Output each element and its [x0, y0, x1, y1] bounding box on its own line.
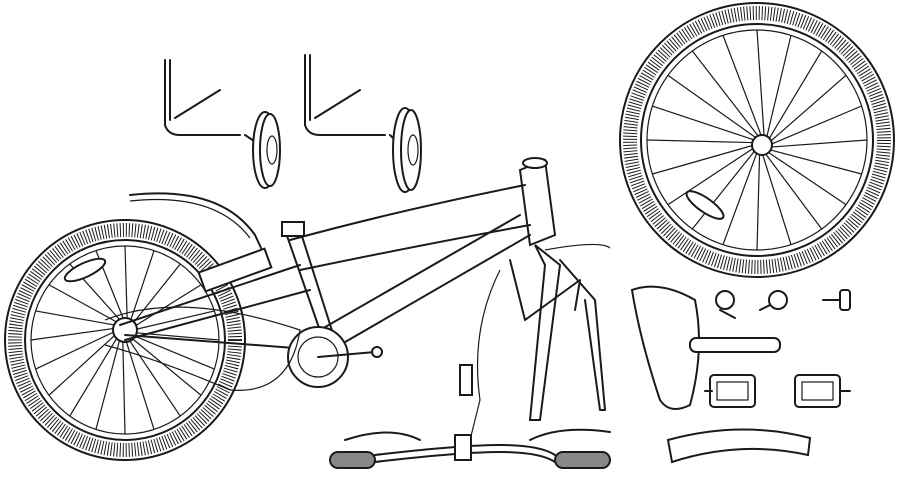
spoke: [128, 250, 155, 326]
spoke: [691, 147, 758, 230]
spoke: [767, 105, 862, 147]
spoke: [756, 29, 765, 140]
spoke: [764, 149, 847, 206]
spoke: [127, 334, 202, 396]
spoke: [129, 333, 215, 370]
spoke: [48, 330, 120, 396]
knob: [822, 289, 851, 311]
bike-frame: [104, 157, 557, 391]
spoke: [69, 332, 121, 417]
spoke: [125, 335, 181, 417]
spoke: [652, 143, 757, 175]
spoke: [722, 35, 764, 140]
grip-left: [329, 451, 376, 469]
rear-fender: [129, 192, 263, 251]
training-wheel-right: [304, 54, 422, 193]
seat-post: [689, 337, 781, 353]
grip-right: [554, 451, 611, 469]
seat-tube: [284, 229, 336, 346]
spoke: [130, 310, 215, 332]
spoke: [767, 139, 868, 148]
spoke: [35, 328, 120, 370]
saddle: [630, 285, 781, 410]
rear-brake: [197, 247, 273, 293]
spoke: [30, 327, 120, 341]
handlebar: [329, 428, 611, 469]
spoke: [766, 148, 862, 175]
front-wheel: [619, 2, 895, 278]
reflector: [685, 190, 725, 220]
spoke: [767, 74, 847, 145]
spoke: [667, 74, 760, 141]
reflector: [63, 257, 107, 283]
front-fork: [459, 243, 611, 441]
seat-clamp: [281, 221, 305, 237]
knob: [759, 290, 788, 311]
spoke: [95, 334, 122, 430]
spoke: [766, 50, 823, 143]
spoke: [35, 310, 121, 327]
spoke: [760, 150, 792, 245]
spoke: [122, 335, 126, 435]
front-fender: [666, 428, 812, 464]
spoke: [124, 245, 128, 325]
spoke: [762, 150, 823, 230]
stem: [454, 434, 472, 461]
head-tube: [518, 158, 557, 247]
spoke: [765, 35, 792, 141]
pedal-right: [794, 374, 851, 408]
spoke: [722, 149, 759, 245]
spoke: [48, 284, 123, 326]
crank-arm: [317, 351, 376, 358]
bell: [715, 290, 736, 319]
training-wheel-left: [164, 59, 281, 189]
spoke: [756, 150, 761, 251]
spoke: [652, 105, 758, 142]
stays: [119, 264, 321, 351]
spoke: [646, 139, 757, 144]
top-tube: [289, 184, 531, 271]
spoke: [691, 50, 762, 140]
down-tube: [319, 214, 531, 346]
chain-guard: [104, 306, 301, 391]
spoke: [129, 263, 181, 328]
brake-cable: [544, 243, 611, 251]
v-brake: [509, 259, 581, 321]
spoke: [123, 335, 155, 430]
spoke: [130, 284, 202, 330]
spoke: [667, 145, 757, 206]
pedal-left: [704, 374, 756, 408]
brake-levers: [344, 428, 611, 441]
